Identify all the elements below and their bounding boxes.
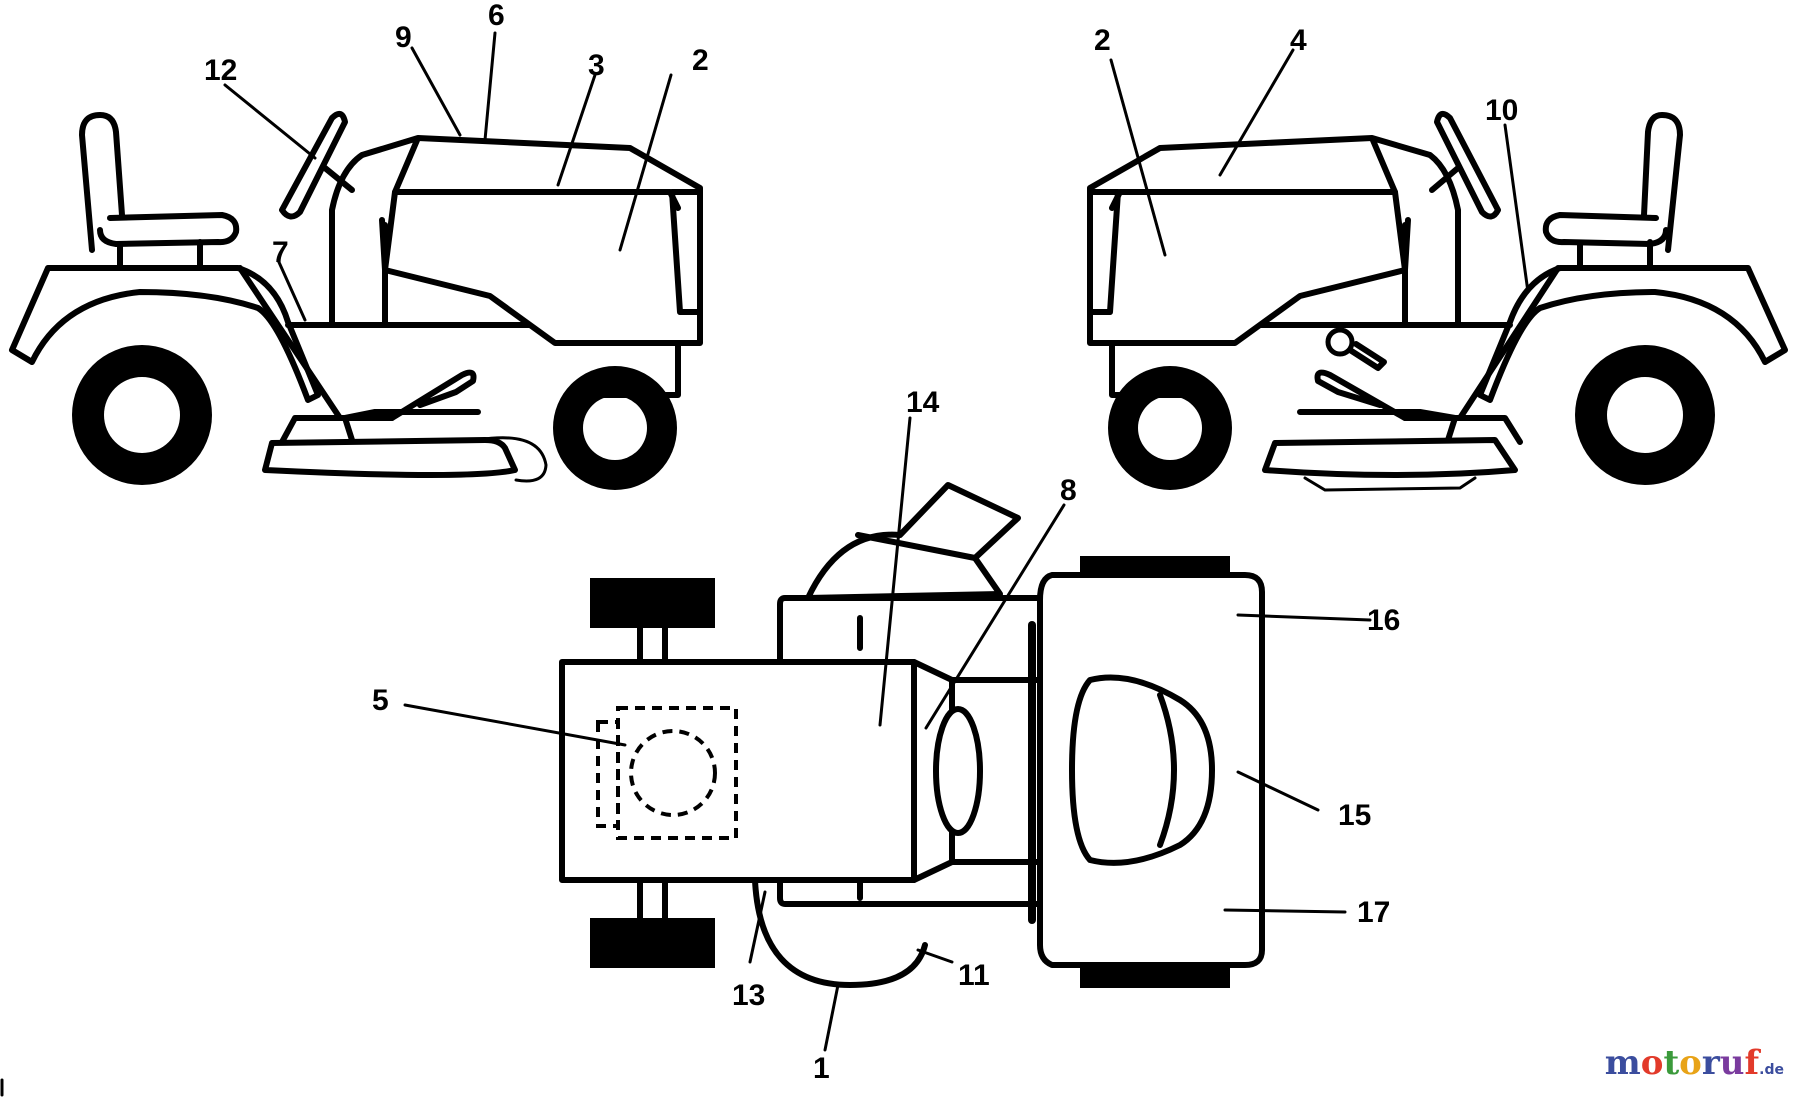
watermark-logo: motoruf.de: [1605, 1043, 1784, 1083]
label-9: 9: [395, 21, 412, 54]
label-8: 8: [1060, 474, 1077, 507]
label-5: 5: [372, 684, 389, 717]
label-13: 13: [732, 979, 765, 1012]
tractor-right-side-view: [1087, 110, 1788, 492]
label-14: 14: [906, 386, 940, 419]
label-17: 17: [1357, 896, 1390, 929]
watermark-text: motoruf: [1604, 1043, 1760, 1083]
label-15: 15: [1338, 799, 1371, 832]
watermark-tld: .de: [1759, 1062, 1784, 1078]
tractor-top-view: [559, 482, 1265, 988]
label-1: 1: [813, 1052, 830, 1085]
part-number-labels: 1 2 2 3 4 5 6 7 8 9 10 11 12 13 14 15 16…: [204, 0, 1518, 1085]
leader-lines: [223, 31, 1530, 1052]
label-10: 10: [1485, 94, 1518, 127]
label-6: 6: [488, 0, 505, 32]
label-3: 3: [588, 49, 605, 82]
tractor-left-side-view: [9, 110, 703, 490]
label-4: 4: [1290, 24, 1307, 57]
label-12: 12: [204, 54, 237, 87]
label-16: 16: [1367, 604, 1400, 637]
label-2-left: 2: [692, 44, 709, 77]
label-7: 7: [272, 236, 289, 269]
label-11: 11: [958, 959, 990, 992]
label-2-right: 2: [1094, 24, 1111, 57]
